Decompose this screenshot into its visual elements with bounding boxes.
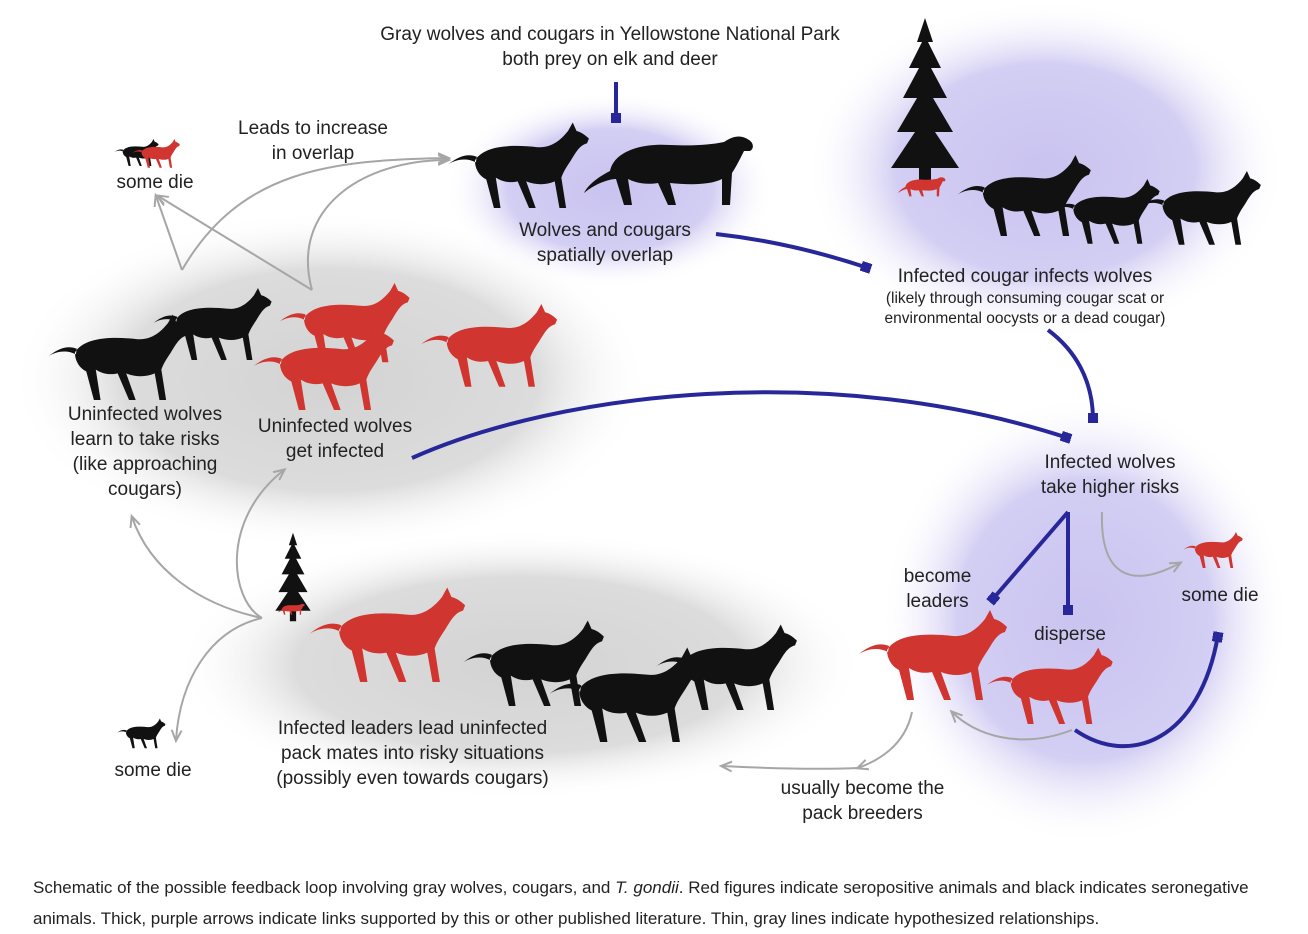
some-die-bottom-wolf-icon — [116, 718, 166, 749]
prey-title-label: Gray wolves and cougars in Yellowstone N… — [380, 24, 840, 70]
line-infected-to-some-die — [158, 196, 313, 291]
disperse-label: disperse — [1034, 624, 1106, 645]
caption-text-2: . Red figures indicate seropositive anim… — [33, 878, 1249, 928]
uninfected-learn-label: Uninfected wolves learn to take risks (l… — [67, 404, 223, 500]
arrow-higher-risks-to-leaders — [992, 510, 1070, 600]
caption-species: T. gondii — [615, 878, 679, 897]
line-learn-to-overlap — [181, 158, 448, 271]
line-leaders-to-breeders — [858, 711, 913, 768]
pack-breeders-label: usually become the pack breeders — [780, 778, 945, 824]
arrow-cougar-to-infected-wolves — [1046, 328, 1093, 420]
line-breeders-to-pack — [722, 766, 859, 769]
some-die-bottom-label: some die — [114, 760, 192, 781]
arrow-overlap-to-infected-cougar — [715, 232, 868, 268]
halo-infected-wolves — [880, 395, 1290, 840]
infected-leaders-label: Infected leaders lead uninfected pack ma… — [276, 718, 549, 789]
line-leaders-to-learn — [132, 517, 263, 619]
line-leaders-to-some-die — [176, 617, 263, 740]
higher-risks-label: Infected wolves take higher risks — [1040, 452, 1180, 498]
figure-caption: Schematic of the possible feedback loop … — [33, 872, 1293, 934]
line-higher-risks-to-some-die — [1100, 511, 1180, 577]
infected-cougar-note: (likely through consuming cougar scat or… — [884, 290, 1166, 327]
feedback-loop-diagram — [10, 0, 1290, 840]
uninfected-infected-label: Uninfected wolves get infected — [257, 416, 413, 462]
line-leaders-to-infected — [235, 470, 284, 619]
arrow-uninfected-infected-to-infected-wolves — [411, 390, 1068, 460]
arrow-disperse-to-some-die — [1073, 635, 1218, 748]
infected-cougar-label: Infected cougar infects wolves — [897, 266, 1153, 287]
caption-text-1: Schematic of the possible feedback loop … — [33, 878, 616, 897]
overlap-label: Wolves and cougars spatially overlap — [519, 220, 691, 266]
line-learn-to-some-die — [156, 196, 183, 271]
some-die-top-label: some die — [116, 172, 194, 193]
some-die-right-label: some die — [1181, 585, 1259, 606]
halo-overlap — [445, 92, 775, 288]
leads-increase-label: Leads to increase in overlap — [238, 118, 388, 164]
line-infected-to-overlap — [306, 160, 448, 291]
line-disperse-to-leaders — [952, 712, 1073, 741]
become-leaders-label: become leaders — [903, 566, 972, 612]
